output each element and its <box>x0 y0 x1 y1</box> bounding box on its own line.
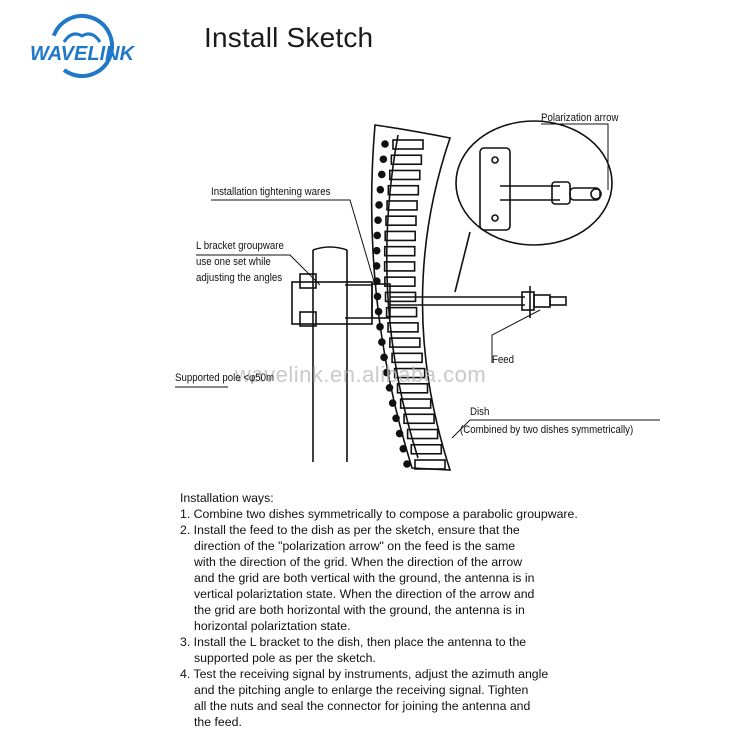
logo-text: WAVELINK <box>30 43 136 65</box>
instruction-line: 1. Combine two dishes symmetrically to c… <box>180 507 578 521</box>
dish-rod-end <box>374 216 382 224</box>
instruction-line: the grid are both horizontal with the gr… <box>194 603 525 617</box>
instruction-line: the feed. <box>194 715 242 729</box>
dish-slot <box>385 306 418 318</box>
dish-rod-end <box>380 353 388 362</box>
dish-rod-end <box>377 170 386 179</box>
dish-rod-end <box>374 307 383 316</box>
l-bracket-label-2: use one set while <box>196 256 271 268</box>
instruction-line: all the nuts and seal the connector for … <box>194 699 531 713</box>
dish-slot <box>389 337 421 348</box>
dish-slot <box>399 398 432 409</box>
installation-instructions: Installation ways: 1. Combine two dishes… <box>180 490 740 730</box>
dish-slot <box>385 215 417 226</box>
instruction-line: and the pitching angle to enlarge the re… <box>194 683 529 697</box>
dish-rod-end <box>372 246 381 255</box>
dish-rod-end <box>379 155 388 164</box>
dish-rod-end <box>372 262 381 270</box>
dish-grid <box>370 124 452 471</box>
instruction-line: 2. Install the feed to the dish as per t… <box>180 523 520 537</box>
dish-rod-end <box>392 414 400 423</box>
instruction-line: direction of the "polarization arrow" on… <box>194 539 516 553</box>
dish-slot <box>384 230 417 242</box>
dish-slot <box>387 184 420 196</box>
dish-rod-end <box>373 292 382 301</box>
dish-rod-end <box>382 368 391 377</box>
dish-rod-end <box>375 201 383 209</box>
dish-slot <box>386 200 418 211</box>
polarization-arrow-label: Polarization arrow <box>541 112 619 124</box>
install-sketch <box>175 120 660 471</box>
supported-pole-label: Supported pole <φ50m <box>175 372 275 384</box>
dish-slot <box>390 154 423 166</box>
dish-rod-end <box>399 444 408 453</box>
dish-slot <box>410 443 443 455</box>
feed-label: Feed <box>492 354 515 366</box>
page-title: Install Sketch <box>204 22 374 53</box>
dish-slot <box>388 169 421 181</box>
dish-slot <box>393 367 426 379</box>
dish-label: Dish <box>470 406 490 418</box>
supported-pole <box>312 246 348 462</box>
dish-rod-end <box>381 140 389 148</box>
dish-slot <box>383 245 416 257</box>
l-bracket-label-3: adjusting the angles <box>196 272 283 284</box>
tightening-wares-label: Installation tightening wares <box>211 186 331 198</box>
instruction-line: and the grid are both vertical with the … <box>194 571 535 585</box>
dish-slot <box>392 139 424 150</box>
dish-rod-end <box>378 338 386 346</box>
instructions-heading: Installation ways: <box>180 491 274 505</box>
dish-slot <box>403 413 435 425</box>
instruction-line: 4. Test the receiving signal by instrume… <box>180 667 549 681</box>
dish-rod-end <box>403 460 411 468</box>
dish-rod-end <box>395 429 404 438</box>
dish-note-label: (Combined by two dishes symmetrically) <box>460 424 634 436</box>
instruction-line: horizontal polariztation state. <box>194 619 351 633</box>
dish-slot <box>383 261 416 272</box>
leader-lines <box>175 123 660 439</box>
wavelink-logo: WAVELINK <box>30 13 136 78</box>
instruction-line: 3. Install the L bracket to the dish, th… <box>180 635 527 649</box>
dish-slot <box>414 459 446 470</box>
dish-rod-end <box>376 185 385 194</box>
instruction-line: supported pole as per the sketch. <box>194 651 376 665</box>
dish-rod-end <box>373 231 382 240</box>
instruction-line: with the direction of the grid. When the… <box>194 555 523 569</box>
dish-rod-end <box>388 399 397 407</box>
dish-slot <box>391 352 423 364</box>
feed-boom <box>390 286 567 318</box>
polarization-callout <box>454 120 613 293</box>
watermark: wavelink.en.alibaba.com <box>235 362 487 387</box>
dish-slot <box>384 276 416 287</box>
dish-slot <box>387 322 419 333</box>
instruction-line: vertical polariztation state. When the d… <box>194 587 535 601</box>
dish-slot <box>396 383 429 394</box>
dish-slot <box>406 428 439 440</box>
l-bracket-label-1: L bracket groupware <box>196 240 284 252</box>
l-bracket <box>291 273 391 327</box>
dish-rod-end <box>385 384 394 392</box>
dish-rod-end <box>376 323 384 331</box>
